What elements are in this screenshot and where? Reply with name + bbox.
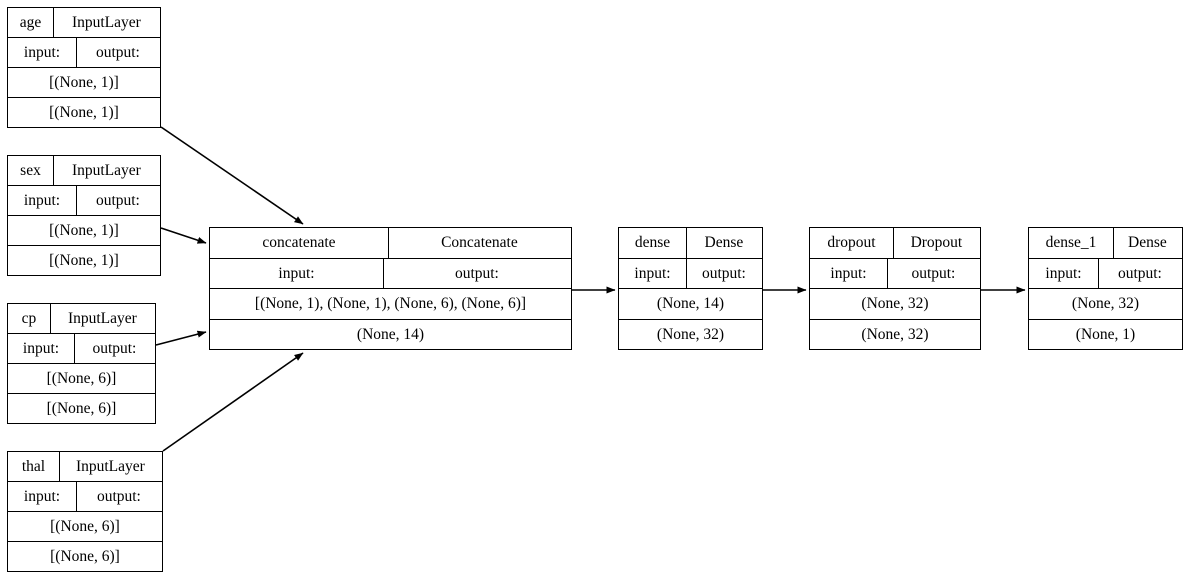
input-label: input: (8, 38, 77, 67)
input-label: input: (619, 258, 687, 288)
output-shape: (None, 32) (861, 325, 929, 343)
layer-name: sex (8, 156, 54, 185)
node-input-shape-row: [(None, 1)] (8, 215, 160, 245)
layer-type: Dense (1128, 234, 1167, 251)
node-io-label-row: input: output: (8, 185, 160, 215)
input-shape: (None, 14) (656, 295, 725, 312)
node-dropout[interactable]: dropout Dropout input: output: (None, 32) (No… (809, 227, 981, 350)
input-label: input: (8, 186, 77, 215)
node-output-shape-row: [(None, 6)] (8, 393, 155, 423)
output-label: output: (95, 191, 140, 209)
node-header-row: dropout Dropout (810, 228, 980, 258)
node-input-shape-row: (None, 14) (619, 288, 762, 319)
node-dense[interactable]: dense Dense input: output: (None, 14) (None, … (618, 227, 763, 350)
layer-type: InputLayer (67, 309, 137, 327)
output-label: output: (96, 487, 141, 505)
output-shape: [(None, 6)] (46, 399, 117, 417)
layer-name: dropout (810, 228, 894, 258)
node-header-row: thal InputLayer (8, 452, 162, 481)
node-io-label-row: input: output: (1029, 257, 1182, 288)
node-io-label-row: input: output: (8, 481, 162, 511)
node-output-shape-row: (None, 14) (210, 318, 571, 350)
output-label: output: (95, 43, 140, 61)
layer-name: thal (8, 452, 60, 481)
output-label: output: (1117, 264, 1162, 282)
node-input-shape-row: (None, 32) (810, 288, 980, 319)
output-label: output: (701, 264, 746, 282)
edge-age-to-concatenate (160, 126, 304, 225)
input-shape: (None, 32) (861, 295, 929, 312)
node-concatenate[interactable]: concatenate Concatenate input: output: [(Non… (209, 227, 572, 350)
node-header-row: sex InputLayer (8, 156, 160, 185)
node-header-row: age InputLayer (8, 8, 160, 37)
input-label: input: (8, 482, 77, 511)
node-output-shape-row: [(None, 1)] (8, 245, 160, 275)
input-label: input: (8, 334, 75, 363)
edge-sex-to-concatenate (160, 227, 207, 244)
layer-name: dense (619, 228, 687, 258)
node-io-label-row: input: output: (810, 257, 980, 288)
node-output-shape-row: [(None, 6)] (8, 541, 162, 571)
layer-name: dense_1 (1029, 228, 1114, 258)
node-input-shape-row: [(None, 1)] (8, 67, 160, 97)
node-input-shape-row: [(None, 6)] (8, 511, 162, 541)
layer-type: InputLayer (75, 457, 145, 475)
node-sex[interactable]: sex InputLayer input: output: [(None, 1)] [(N… (7, 155, 161, 276)
node-input-shape-row: (None, 32) (1029, 288, 1182, 319)
node-output-shape-row: (None, 32) (810, 318, 980, 350)
edge-cp-to-concatenate (155, 330, 207, 346)
input-shape: [(None, 1)] (49, 221, 119, 239)
layer-name: age (8, 8, 54, 37)
node-output-shape-row: [(None, 1)] (8, 97, 160, 127)
input-shape: [(None, 6)] (50, 517, 120, 535)
node-io-label-row: input: output: (210, 257, 571, 288)
input-shape: (None, 32) (1071, 295, 1140, 312)
node-output-shape-row: (None, 1) (1029, 318, 1182, 350)
node-header-row: dense_1 Dense (1029, 228, 1182, 258)
input-shape: [(None, 1), (None, 1), (None, 6), (None,… (254, 295, 527, 312)
output-shape: [(None, 1)] (49, 103, 119, 121)
input-shape: [(None, 6)] (46, 369, 117, 387)
output-shape: (None, 14) (356, 325, 425, 343)
node-age[interactable]: age InputLayer input: output: [(None, 1)] [(N… (7, 7, 161, 128)
input-label: input: (810, 258, 888, 288)
output-label: output: (92, 339, 137, 357)
output-shape: (None, 1) (1075, 325, 1136, 343)
node-header-row: cp InputLayer (8, 304, 155, 333)
node-cp[interactable]: cp InputLayer input: output: [(None, 6)] [(No… (7, 303, 156, 424)
node-header-row: concatenate Concatenate (210, 228, 571, 258)
edge-thal-to-concatenate (162, 352, 304, 452)
node-input-shape-row: [(None, 6)] (8, 363, 155, 393)
node-dense_1[interactable]: dense_1 Dense input: output: (None, 32) (None… (1028, 227, 1183, 350)
node-io-label-row: input: output: (8, 333, 155, 363)
layer-type: InputLayer (71, 161, 141, 179)
layer-name: concatenate (210, 228, 389, 258)
layer-type: Dense (704, 234, 744, 251)
node-input-shape-row: [(None, 1), (None, 1), (None, 6), (None,… (210, 288, 571, 319)
output-shape: [(None, 6)] (50, 547, 120, 565)
output-label: output: (454, 264, 499, 282)
node-thal[interactable]: thal InputLayer input: output: [(None, 6)] [(… (7, 451, 163, 572)
input-shape: [(None, 1)] (49, 73, 119, 91)
input-label: input: (210, 258, 384, 288)
node-io-label-row: input: output: (619, 257, 762, 288)
node-header-row: dense Dense (619, 228, 762, 258)
node-output-shape-row: (None, 32) (619, 318, 762, 350)
layer-type: InputLayer (71, 13, 141, 31)
node-io-label-row: input: output: (8, 37, 160, 67)
output-shape: (None, 32) (656, 325, 725, 343)
output-label: output: (911, 264, 956, 282)
layer-name: cp (8, 304, 51, 333)
output-shape: [(None, 1)] (49, 251, 119, 269)
layer-type: Dropout (910, 234, 963, 251)
input-label: input: (1029, 258, 1099, 288)
layer-type: Concatenate (441, 234, 518, 251)
